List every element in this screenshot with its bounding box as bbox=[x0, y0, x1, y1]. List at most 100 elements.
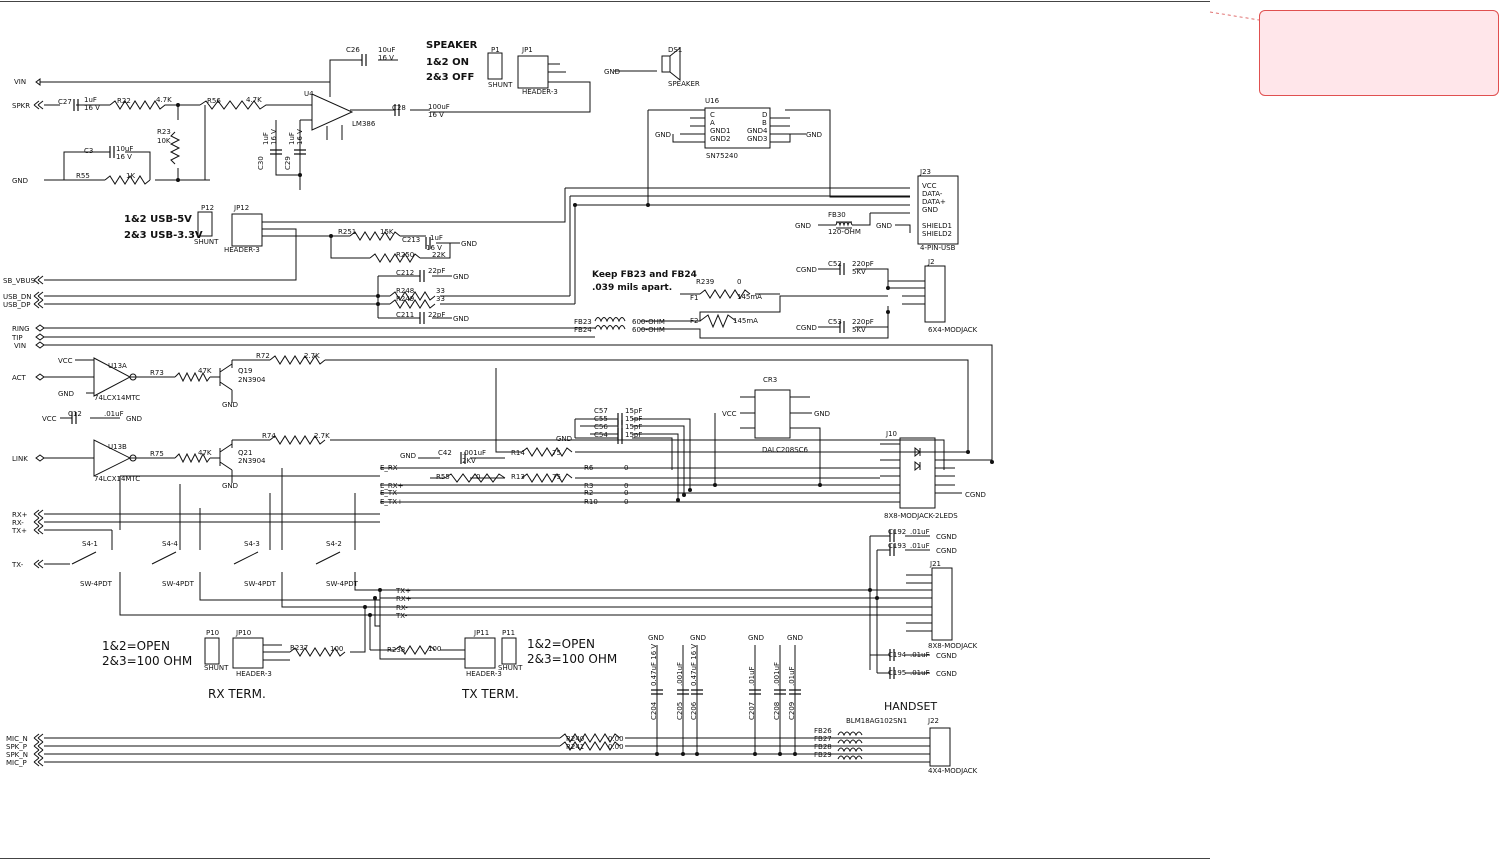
r250-label: R250 bbox=[396, 251, 414, 259]
cr3-vcc: VCC bbox=[722, 410, 737, 418]
c194-cgnd: CGND bbox=[936, 652, 957, 660]
r72-value: 2.7K bbox=[304, 352, 320, 360]
c52-cgnd: CGND bbox=[796, 266, 817, 274]
c204-value: 0.47uF 16 V bbox=[650, 644, 658, 686]
r73-label: R73 bbox=[150, 369, 164, 377]
q21-name: 2N3904 bbox=[238, 457, 266, 465]
comment-annotation-box[interactable] bbox=[1259, 10, 1499, 96]
j23-name: 4-PIN-USB bbox=[920, 244, 956, 252]
u16-pin-gnd4: GND4 bbox=[747, 127, 768, 135]
c195-value: .01uF bbox=[910, 669, 930, 677]
handset-title: HANDSET bbox=[884, 700, 937, 713]
p11-shunt: SHUNT bbox=[498, 664, 523, 672]
c211-gnd: GND bbox=[453, 315, 469, 323]
r2-label: R2 bbox=[584, 489, 593, 497]
s4-4-switch bbox=[151, 551, 177, 565]
u16-pin-d: D bbox=[762, 111, 767, 119]
c29-label: C29 bbox=[284, 156, 292, 170]
u16-pin-gnd1: GND1 bbox=[710, 127, 731, 135]
r56-label: R56 bbox=[207, 97, 221, 105]
ring-label: RING bbox=[12, 325, 30, 333]
txp-label: TX+ bbox=[11, 527, 27, 535]
c53-cgnd: CGND bbox=[796, 324, 817, 332]
f1-value: 145mA bbox=[737, 293, 762, 301]
ferrite-beads bbox=[594, 221, 863, 761]
c28-label: C28 bbox=[392, 104, 406, 112]
c213-label: C213 bbox=[402, 236, 420, 244]
p11-label: P11 bbox=[502, 629, 515, 637]
sb-vbus-label: SB_VBUS bbox=[3, 277, 35, 285]
c192-label: C192 bbox=[888, 528, 906, 536]
link-label: LINK bbox=[12, 455, 28, 463]
tx-term-label: TX TERM. bbox=[461, 687, 519, 701]
net-txp: TX+ bbox=[395, 587, 411, 595]
u16-pin-c: C bbox=[710, 111, 715, 119]
c52-label: C52 bbox=[828, 260, 842, 268]
r250-value: 22K bbox=[432, 251, 446, 259]
jp1-header-body bbox=[517, 55, 549, 89]
jp12-label: JP12 bbox=[233, 204, 249, 212]
c212-value: 22pF bbox=[428, 267, 445, 275]
j23-label: J23 bbox=[919, 168, 931, 176]
r72-label: R72 bbox=[256, 352, 270, 360]
r3-label: R3 bbox=[584, 482, 593, 490]
speaker-line2: 2&3 OFF bbox=[426, 72, 474, 83]
j10-label: J10 bbox=[885, 430, 897, 438]
c211-label: C211 bbox=[396, 311, 414, 319]
c211-value: 22pF bbox=[428, 311, 445, 319]
tx-term-sel2: 2&3=100 OHM bbox=[527, 652, 617, 666]
c53-value: 220pF bbox=[852, 318, 874, 326]
p12-shunt: SHUNT bbox=[194, 238, 219, 246]
c27-voltage: 16 V bbox=[84, 104, 100, 112]
rxm-label: RX- bbox=[12, 519, 24, 527]
modem-note2: .039 mils apart. bbox=[592, 283, 672, 293]
c53-voltage: 5KV bbox=[852, 326, 866, 334]
s4-3-switch bbox=[233, 551, 259, 565]
spk-p-label: SPK_P bbox=[6, 743, 27, 751]
ds1-name: SPEAKER bbox=[668, 80, 700, 88]
jp12-header-body bbox=[231, 213, 263, 247]
r22-value: 4.7K bbox=[156, 96, 172, 104]
r23-label: R23 bbox=[157, 128, 171, 136]
s4-4-label: S4-4 bbox=[162, 540, 178, 548]
c206-label: C206 bbox=[690, 701, 698, 720]
r13-label: R13 bbox=[511, 473, 525, 481]
c207-gnd: GND bbox=[748, 634, 764, 642]
c52-voltage: 5KV bbox=[852, 268, 866, 276]
u16-pin-b: B bbox=[762, 119, 767, 127]
c42-gnd: GND bbox=[400, 452, 416, 460]
r14-label: R14 bbox=[511, 449, 525, 457]
c213-gnd: GND bbox=[461, 240, 477, 248]
c56-value: 15pF bbox=[625, 423, 642, 431]
jp1-header-label: HEADER-3 bbox=[522, 88, 558, 96]
net-e-rxp: E_RX+ bbox=[380, 482, 404, 490]
q19-label: Q19 bbox=[238, 367, 252, 375]
fb28-label: FB28 bbox=[814, 743, 832, 751]
c26-value: 10uF bbox=[378, 46, 395, 54]
s4-2-switch bbox=[315, 551, 341, 565]
u16-label: U16 bbox=[705, 97, 720, 105]
r251-label: R251 bbox=[338, 228, 356, 236]
r239-value: 0 bbox=[737, 278, 741, 286]
labels: SPEAKER 1&2 ON 2&3 OFF P1 SHUNT JP1 HEAD… bbox=[3, 40, 986, 775]
c29-voltage: 16 V bbox=[296, 129, 304, 145]
jp11-header-body bbox=[464, 637, 496, 669]
r55-eth-value: 0 bbox=[476, 473, 480, 481]
u16-body bbox=[704, 107, 771, 149]
c209-value: .01uF bbox=[788, 666, 796, 686]
j2-name: 6X4-MODJACK bbox=[928, 326, 978, 334]
r249-value: 33 bbox=[436, 295, 445, 303]
r10-value: 0 bbox=[624, 498, 628, 506]
r240-value: 0.00 bbox=[608, 735, 624, 743]
j23-pin-datam: DATA- bbox=[922, 190, 943, 198]
cr3-body bbox=[754, 389, 791, 439]
c12-label: C12 bbox=[68, 410, 82, 418]
r55-eth-label: R55 bbox=[436, 473, 450, 481]
r6-value: 0 bbox=[624, 464, 628, 472]
c205-label: C205 bbox=[676, 702, 684, 720]
j21-body bbox=[931, 567, 953, 641]
vin-label: VIN bbox=[14, 78, 26, 86]
c212-label: C212 bbox=[396, 269, 414, 277]
fb30-value: 120-OHM bbox=[828, 228, 861, 236]
r241-value: 0.00 bbox=[608, 743, 624, 751]
